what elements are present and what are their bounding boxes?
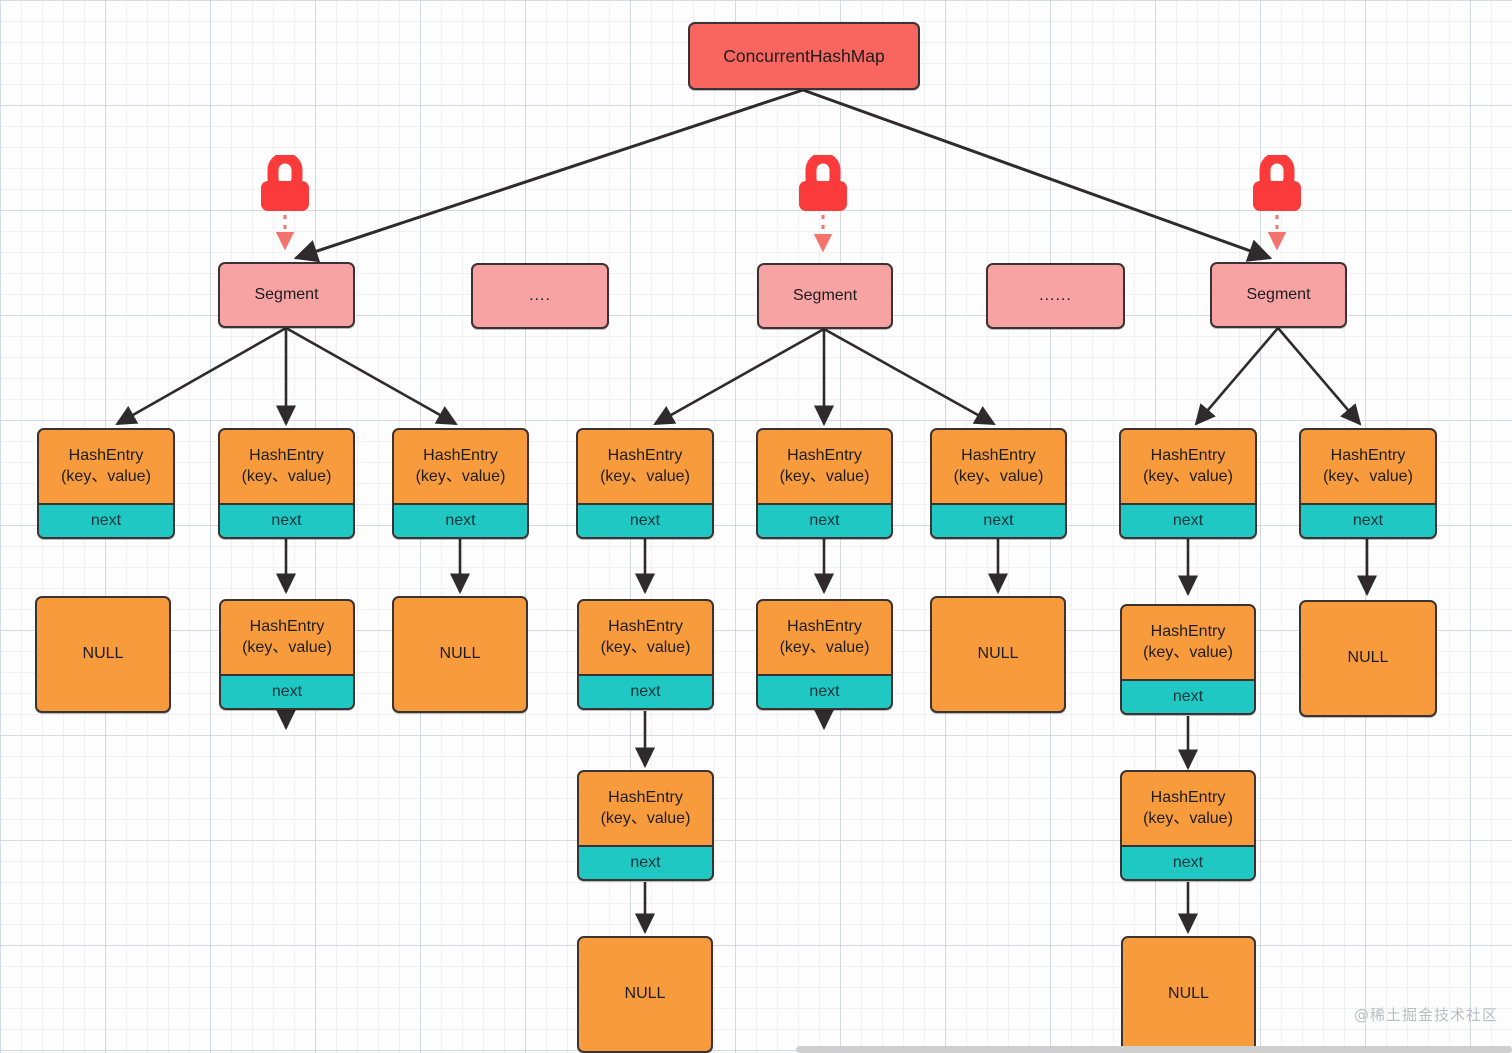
- node-next-field[interactable]: next: [1122, 679, 1254, 713]
- node-label: HashEntry (key、value): [415, 446, 506, 485]
- node-label: HashEntry (key、value): [779, 446, 870, 485]
- padlock-icon: [1250, 155, 1304, 217]
- node-hashentry[interactable]: HashEntry (key、value) next: [577, 770, 714, 881]
- node-label: NULL: [624, 985, 666, 1003]
- node-next-field[interactable]: next: [578, 503, 712, 537]
- node-hashentry[interactable]: HashEntry (key、value) next: [1119, 428, 1257, 539]
- node-label: NULL: [1168, 985, 1209, 1003]
- node-null[interactable]: NULL: [392, 596, 528, 713]
- node-label: HashEntry (key、value): [600, 788, 691, 827]
- node-label: HashEntry (key、value): [600, 446, 690, 485]
- node-label: ConcurrentHashMap: [723, 45, 885, 66]
- node-label: Segment: [792, 286, 858, 304]
- node-segment-ellipsis-1[interactable]: ....: [471, 263, 609, 329]
- node-segment-2[interactable]: Segment: [757, 263, 893, 329]
- node-hashentry[interactable]: HashEntry (key、value) next: [1120, 604, 1256, 715]
- node-label: NULL: [1347, 649, 1389, 667]
- node-label: HashEntry (key、value): [1143, 622, 1233, 661]
- node-hashentry[interactable]: HashEntry (key、value) next: [576, 428, 714, 539]
- node-next-field[interactable]: next: [221, 674, 353, 708]
- node-next-field[interactable]: next: [932, 503, 1065, 537]
- watermark: @稀土掘金技术社区: [1353, 1006, 1498, 1024]
- node-label: Segment: [254, 285, 319, 303]
- node-next-field[interactable]: next: [394, 503, 527, 537]
- node-next-field[interactable]: next: [579, 674, 712, 708]
- node-label: HashEntry (key、value): [1143, 446, 1233, 485]
- node-segment-1[interactable]: Segment: [218, 262, 355, 328]
- node-next-field[interactable]: next: [758, 503, 891, 537]
- node-label: HashEntry (key、value): [241, 446, 332, 485]
- node-segment-3[interactable]: Segment: [1210, 262, 1347, 328]
- padlock-icon: [796, 155, 850, 217]
- node-label: HashEntry (key、value): [1143, 788, 1233, 827]
- node-hashentry[interactable]: HashEntry (key、value) next: [930, 428, 1067, 539]
- node-hashentry[interactable]: HashEntry (key、value) next: [37, 428, 175, 539]
- node-label: NULL: [977, 645, 1019, 663]
- node-concurrenthashmap[interactable]: ConcurrentHashMap: [688, 22, 920, 90]
- node-hashentry[interactable]: HashEntry (key、value) next: [392, 428, 529, 539]
- node-label: ......: [1039, 286, 1072, 304]
- node-label: HashEntry (key、value): [1323, 446, 1413, 485]
- node-next-field[interactable]: next: [1121, 503, 1255, 537]
- node-hashentry[interactable]: HashEntry (key、value) next: [1120, 770, 1256, 881]
- node-null[interactable]: NULL: [577, 936, 713, 1053]
- node-null[interactable]: NULL: [1299, 600, 1437, 717]
- node-label: HashEntry (key、value): [953, 446, 1044, 485]
- node-next-field[interactable]: next: [39, 503, 173, 537]
- node-label: HashEntry (key、value): [779, 617, 870, 656]
- node-next-field[interactable]: next: [1301, 503, 1435, 537]
- node-hashentry[interactable]: HashEntry (key、value) next: [577, 599, 714, 710]
- node-label: NULL: [439, 645, 481, 663]
- node-null[interactable]: NULL: [1121, 936, 1256, 1053]
- node-label: HashEntry (key、value): [242, 617, 332, 656]
- node-label: HashEntry (key、value): [600, 617, 691, 656]
- node-label: NULL: [82, 645, 124, 663]
- node-null[interactable]: NULL: [35, 596, 171, 713]
- node-label: ....: [529, 286, 551, 304]
- node-next-field[interactable]: next: [1122, 845, 1254, 879]
- node-label: Segment: [1246, 285, 1311, 303]
- node-hashentry[interactable]: HashEntry (key、value) next: [218, 428, 355, 539]
- node-hashentry[interactable]: HashEntry (key、value) next: [756, 428, 893, 539]
- node-label: HashEntry (key、value): [61, 446, 151, 485]
- node-hashentry[interactable]: HashEntry (key、value) next: [756, 599, 893, 710]
- node-hashentry[interactable]: HashEntry (key、value) next: [1299, 428, 1437, 539]
- node-next-field[interactable]: next: [220, 503, 353, 537]
- horizontal-scrollbar[interactable]: [796, 1046, 1512, 1053]
- node-null[interactable]: NULL: [930, 596, 1066, 713]
- node-hashentry[interactable]: HashEntry (key、value) next: [219, 599, 355, 710]
- node-segment-ellipsis-2[interactable]: ......: [986, 263, 1125, 329]
- node-next-field[interactable]: next: [758, 674, 891, 708]
- node-next-field[interactable]: next: [579, 845, 712, 879]
- padlock-icon: [258, 155, 312, 217]
